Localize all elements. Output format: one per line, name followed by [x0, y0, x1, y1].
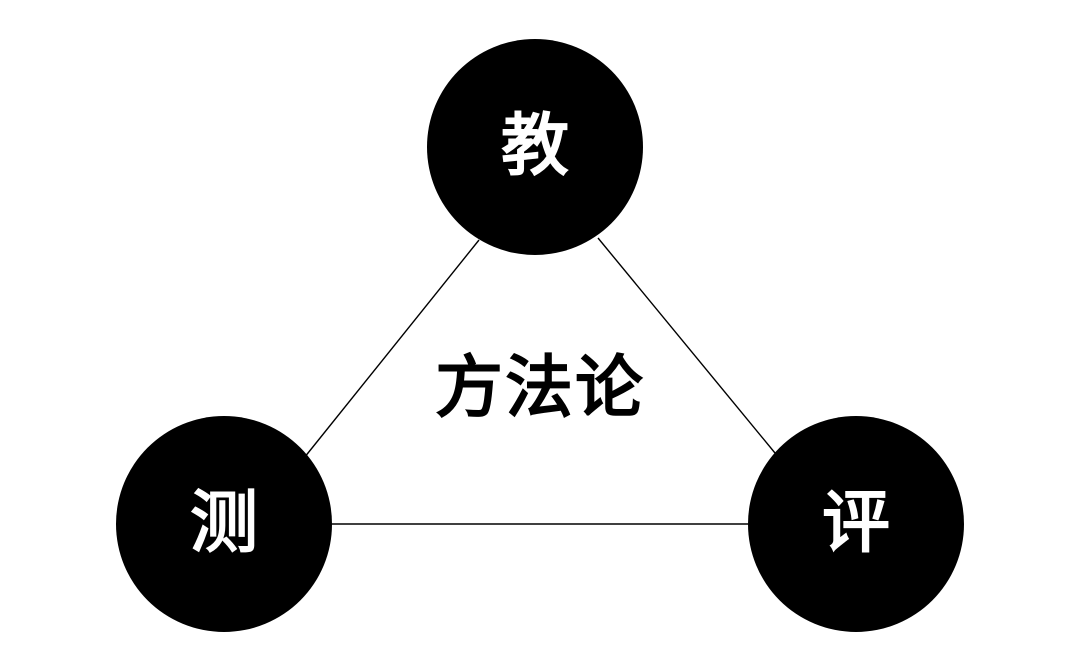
node-evaluate: 评 [748, 416, 964, 632]
node-evaluate-label: 评 [821, 484, 890, 563]
node-teach: 教 [427, 39, 643, 255]
node-teach-label: 教 [500, 107, 569, 186]
node-test-label: 测 [189, 484, 258, 563]
connector-top-right [597, 237, 776, 454]
connector-top-left [303, 239, 480, 459]
node-test: 测 [116, 416, 332, 632]
center-label-methodology: 方法论 [434, 349, 645, 428]
